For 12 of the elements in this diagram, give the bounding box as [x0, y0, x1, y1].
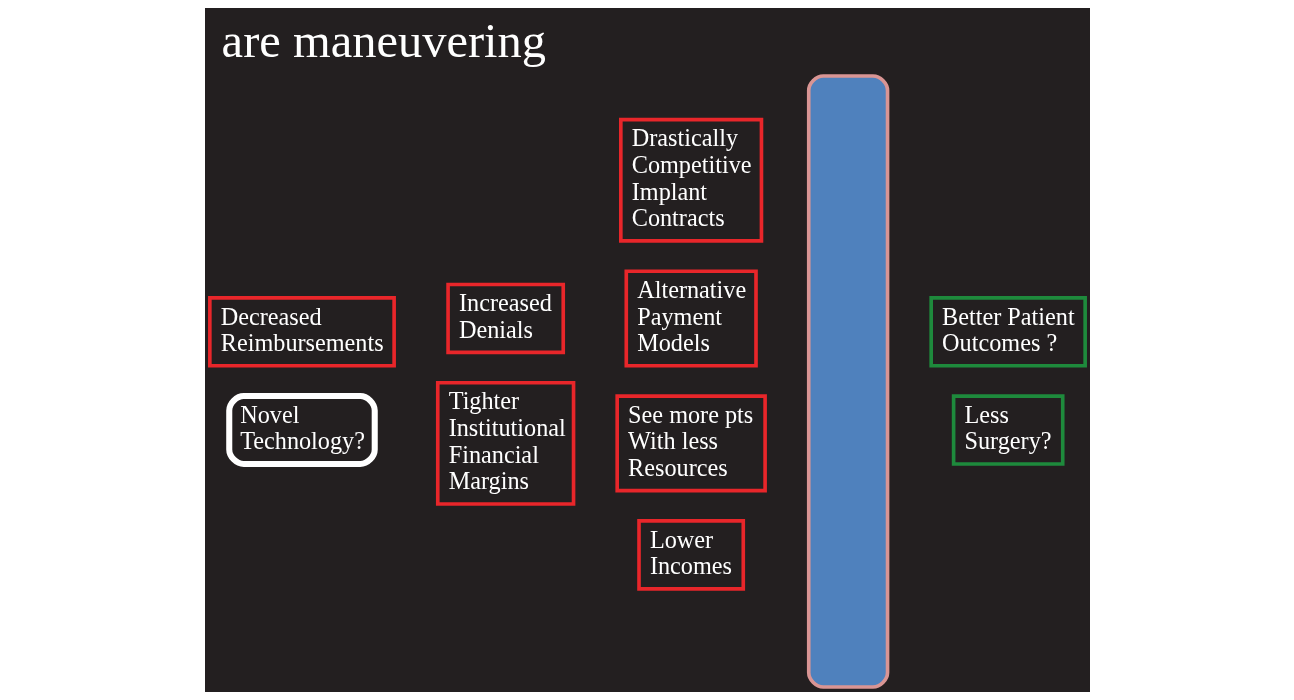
- node-box: Tighter Institutional Financial Margins: [435, 380, 575, 506]
- node-box: Lower Incomes: [636, 519, 745, 591]
- diagram-title: are maneuvering: [221, 13, 546, 67]
- node-box: Better Patient Outcomes ?: [928, 296, 1087, 368]
- node-box: Increased Denials: [445, 282, 565, 355]
- node-box: Less Surgery?: [951, 394, 1065, 466]
- node-box: Alternative Payment Models: [623, 269, 758, 368]
- node-box: See more pts With less Resources: [614, 394, 767, 493]
- node-box: Novel Technology?: [225, 393, 378, 467]
- node-box: Decreased Reimbursements: [207, 296, 396, 368]
- node-box: Drastically Competitive Implant Contracts: [618, 117, 763, 243]
- node-brace: [806, 74, 889, 689]
